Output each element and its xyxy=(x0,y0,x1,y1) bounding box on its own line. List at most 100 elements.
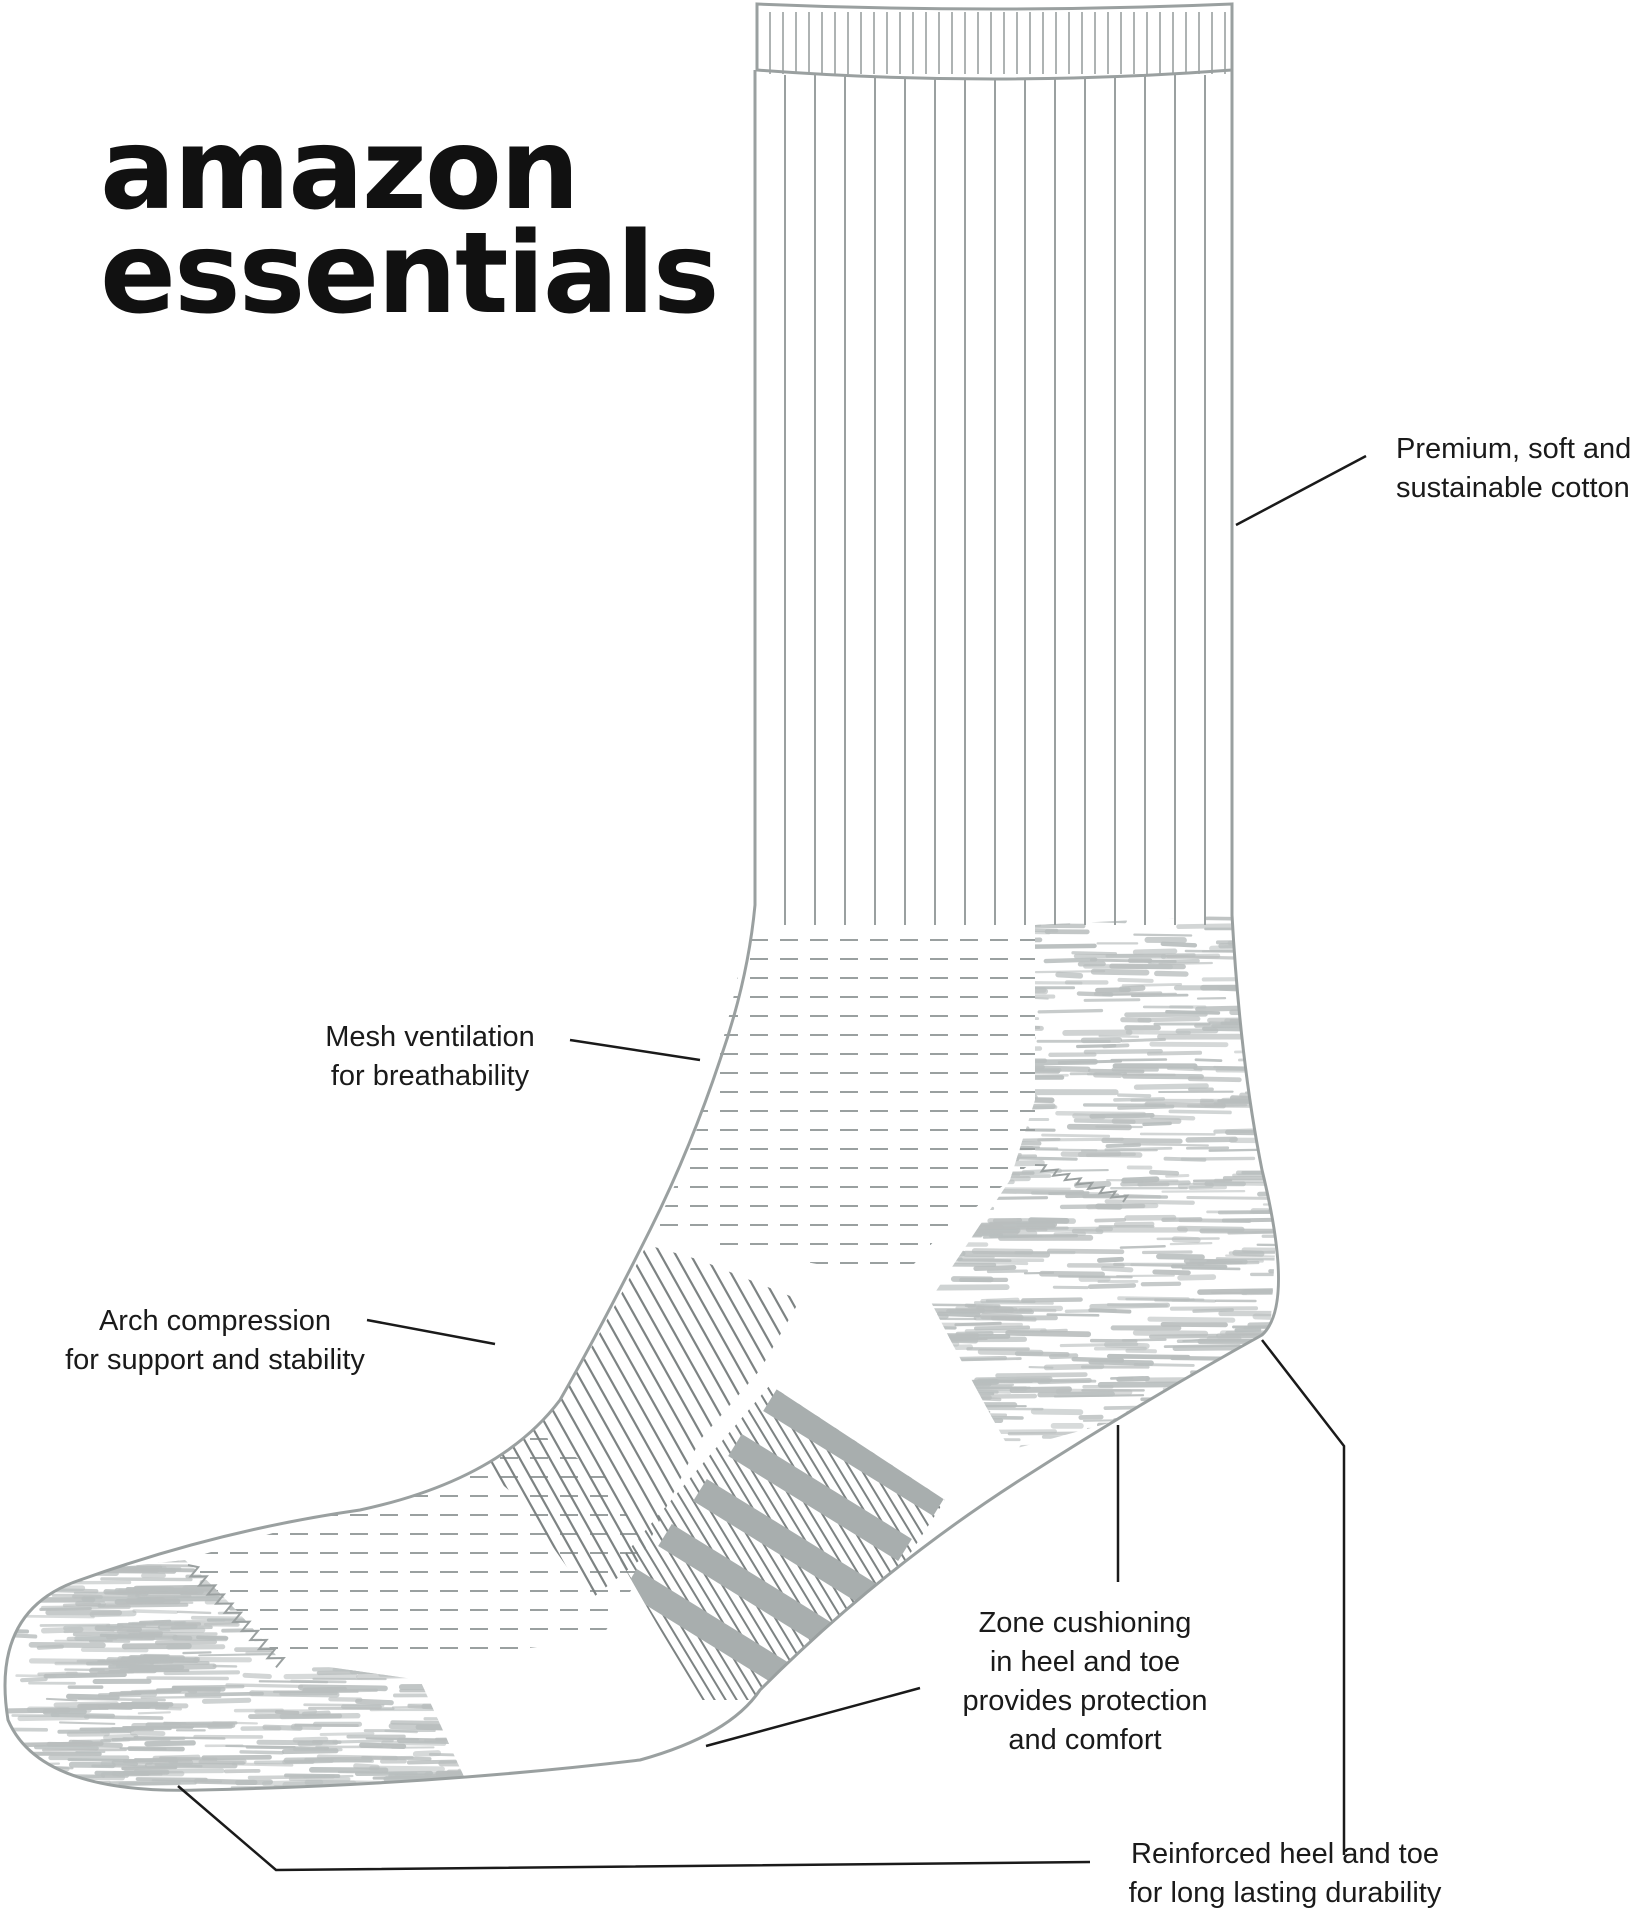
heather-streak xyxy=(1122,1143,1209,1147)
heather-streak xyxy=(1112,1418,1183,1424)
heather-streak xyxy=(1292,1115,1362,1116)
pad-hatch-line xyxy=(620,1385,785,1700)
heather-streak xyxy=(1187,1076,1242,1083)
heather-streak xyxy=(432,1798,466,1799)
heather-streak xyxy=(1287,999,1347,1000)
brand-line-2: essentials xyxy=(100,209,720,339)
heather-streak xyxy=(139,1663,217,1671)
heather-streak xyxy=(1141,1415,1232,1419)
heather-streak xyxy=(1227,939,1274,946)
heather-streak xyxy=(1252,1440,1279,1448)
heather-streak xyxy=(1199,1098,1279,1104)
heather-streak xyxy=(1272,1440,1279,1446)
heather-streak xyxy=(1168,1109,1232,1115)
callout-cushion-line-3: provides protection xyxy=(962,1685,1208,1717)
heather-streak xyxy=(1060,1151,1143,1158)
callout-mesh: Mesh ventilation for breathability xyxy=(300,1018,560,1096)
heather-streak xyxy=(391,1705,433,1709)
heather-streak xyxy=(1133,1083,1209,1090)
heather-streak xyxy=(1120,1037,1166,1043)
heather-streak xyxy=(1238,930,1264,935)
heather-streak xyxy=(1165,1009,1221,1015)
heather-streak xyxy=(1169,1420,1205,1424)
heather-streak xyxy=(64,1785,120,1791)
heather-streak xyxy=(1183,1449,1244,1450)
heather-streak xyxy=(973,1301,1054,1305)
heather-streak xyxy=(1121,983,1183,987)
callout-reinforced-line-1: Reinforced heel and toe xyxy=(1131,1838,1439,1870)
sock-outline xyxy=(3,70,1280,1792)
leader-mesh xyxy=(569,1038,701,1062)
heather-streak xyxy=(281,1748,339,1755)
heather-streak xyxy=(15,1674,57,1678)
heather-streak xyxy=(149,1758,193,1763)
heather-streak xyxy=(1161,1189,1246,1193)
callout-arch-line-2: for support and stability xyxy=(65,1344,365,1376)
heather-streak xyxy=(1184,949,1273,954)
heather-streak xyxy=(1055,971,1084,979)
heather-streak xyxy=(336,1784,407,1789)
callout-cushion-line-4: and comfort xyxy=(1008,1724,1162,1756)
heather-streak xyxy=(980,1313,1024,1321)
heather-streak xyxy=(1286,1051,1371,1052)
callout-cotton-line-2: sustainable cotton xyxy=(1396,472,1630,504)
leader-toe xyxy=(177,1785,1091,1872)
heather-streak xyxy=(1118,1428,1171,1433)
heather-streak xyxy=(1046,1313,1100,1317)
heather-streak xyxy=(1273,1030,1279,1036)
cushion-bar xyxy=(763,1388,945,1517)
heather-streak xyxy=(1277,915,1279,919)
heather-streak xyxy=(1182,1338,1208,1343)
heather-streak xyxy=(1177,1182,1214,1189)
heather-streak xyxy=(973,1325,1031,1331)
heather-streak xyxy=(1236,936,1279,943)
callout-reinforced-line-2: for long lasting durability xyxy=(1128,1877,1442,1909)
heather-streak xyxy=(1244,1090,1279,1094)
heather-streak xyxy=(1133,1363,1195,1367)
heather-streak xyxy=(140,1695,222,1699)
heather-streak xyxy=(1165,1173,1190,1178)
heather-streak xyxy=(1265,1434,1279,1441)
leader-cotton xyxy=(1235,454,1367,527)
heather-streak xyxy=(1186,1196,1271,1200)
callout-reinforced: Reinforced heel and toe for long lasting… xyxy=(1100,1835,1470,1913)
arch-hatch-line xyxy=(1245,1200,1525,1700)
heather-streak xyxy=(1072,1113,1106,1120)
heather-streak xyxy=(1037,1391,1115,1398)
heather-streak xyxy=(1177,1274,1217,1281)
heather-streak xyxy=(203,1621,239,1626)
heather-streak xyxy=(144,1740,196,1747)
heather-streak xyxy=(149,1660,210,1665)
heather-streak xyxy=(1073,1180,1112,1189)
heather-streak xyxy=(242,1672,272,1679)
heather-streak xyxy=(1240,1403,1279,1408)
heather-streak xyxy=(1106,1303,1168,1308)
heather-streak xyxy=(1140,1397,1179,1402)
heather-streak xyxy=(1243,1289,1279,1295)
heather-streak xyxy=(198,1653,277,1657)
brand-line-1: amazon xyxy=(100,105,580,235)
heather-streak xyxy=(22,1578,83,1583)
heather-streak xyxy=(1163,1435,1244,1440)
heather-streak xyxy=(993,1188,1085,1195)
heather-streak xyxy=(1130,993,1189,998)
heather-streak xyxy=(1239,1092,1279,1099)
heather-streak xyxy=(1269,1120,1279,1127)
heather-streak xyxy=(1094,1217,1127,1223)
heather-streak xyxy=(163,1670,241,1676)
heather-streak xyxy=(1274,1354,1279,1358)
heather-streak xyxy=(172,1634,229,1642)
heather-streak xyxy=(1294,1270,1357,1271)
arch-hatch-line xyxy=(659,1230,800,1600)
heather-streak xyxy=(1290,1282,1364,1283)
heather-streak xyxy=(1227,1409,1275,1413)
heather-streak xyxy=(1185,1136,1238,1143)
heather-streak xyxy=(930,1303,976,1307)
heather-streak xyxy=(125,1564,167,1570)
heather-streak xyxy=(1007,1156,1078,1161)
arch-hatch-line xyxy=(1275,1200,1555,1700)
heather-streak xyxy=(1261,1362,1279,1367)
heather-streak xyxy=(1233,1370,1279,1376)
heather-streak xyxy=(1287,962,1328,963)
